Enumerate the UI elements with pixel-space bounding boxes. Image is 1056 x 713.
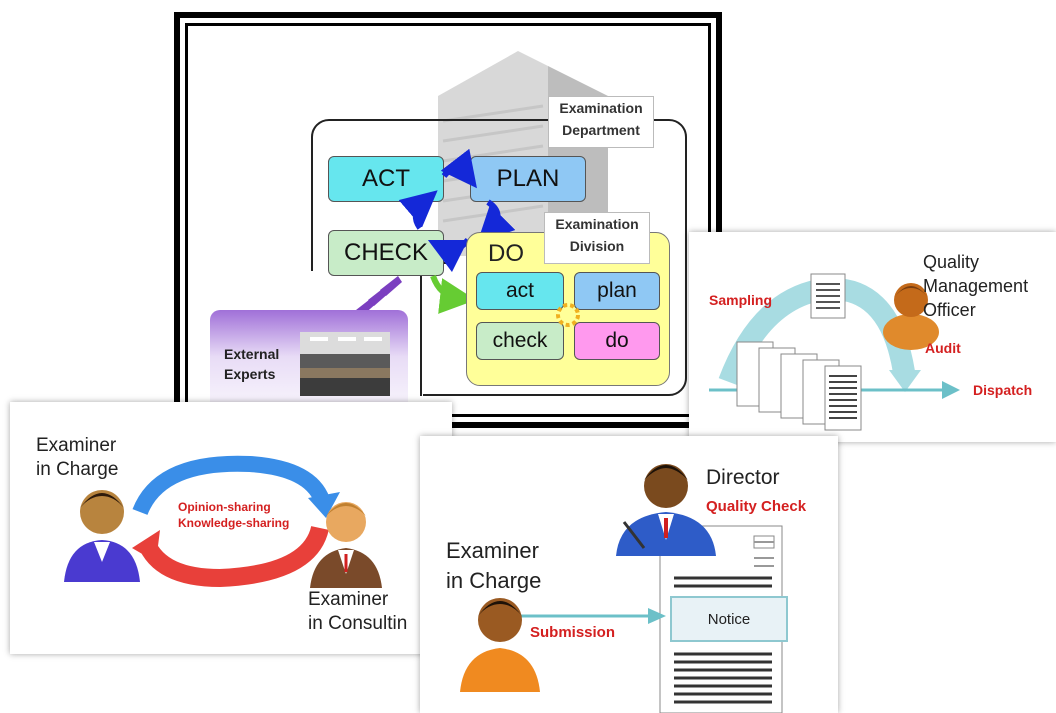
qmo-diagram: [709, 273, 960, 431]
examiner-avatar: [64, 490, 140, 582]
small-do-box: do: [574, 322, 660, 360]
do-label: DO: [488, 240, 524, 267]
notice-box: Notice: [670, 596, 788, 642]
small-plan-box: plan: [574, 272, 660, 310]
sampling-label: Sampling: [709, 292, 773, 308]
opinion-sharing-label: Opinion-sharing: [178, 500, 271, 514]
quality-check-label: Quality Check: [706, 498, 807, 515]
dispatch-label: Dispatch: [973, 382, 1033, 398]
department-outline: [311, 119, 687, 396]
director-label: Director: [706, 466, 780, 489]
small-cycle-icon: [556, 303, 580, 327]
pdca-cycle-arrows: [356, 148, 516, 316]
plan-box: PLAN: [470, 156, 586, 202]
submission-label: Submission: [530, 624, 616, 641]
officer-avatar: [883, 283, 939, 350]
check-box: CHECK: [328, 230, 444, 276]
submitting-examiner-avatar: [460, 598, 540, 692]
consulting-examiner-avatar: [310, 502, 382, 588]
sharing-cycle: [64, 455, 382, 588]
small-check-box: check: [476, 322, 564, 360]
knowledge-sharing-label: Knowledge-sharing: [178, 516, 290, 530]
audit-label: Audit: [925, 340, 961, 356]
small-act-box: act: [476, 272, 564, 310]
meeting-room-photo: [300, 332, 390, 396]
director-avatar: [616, 464, 716, 556]
